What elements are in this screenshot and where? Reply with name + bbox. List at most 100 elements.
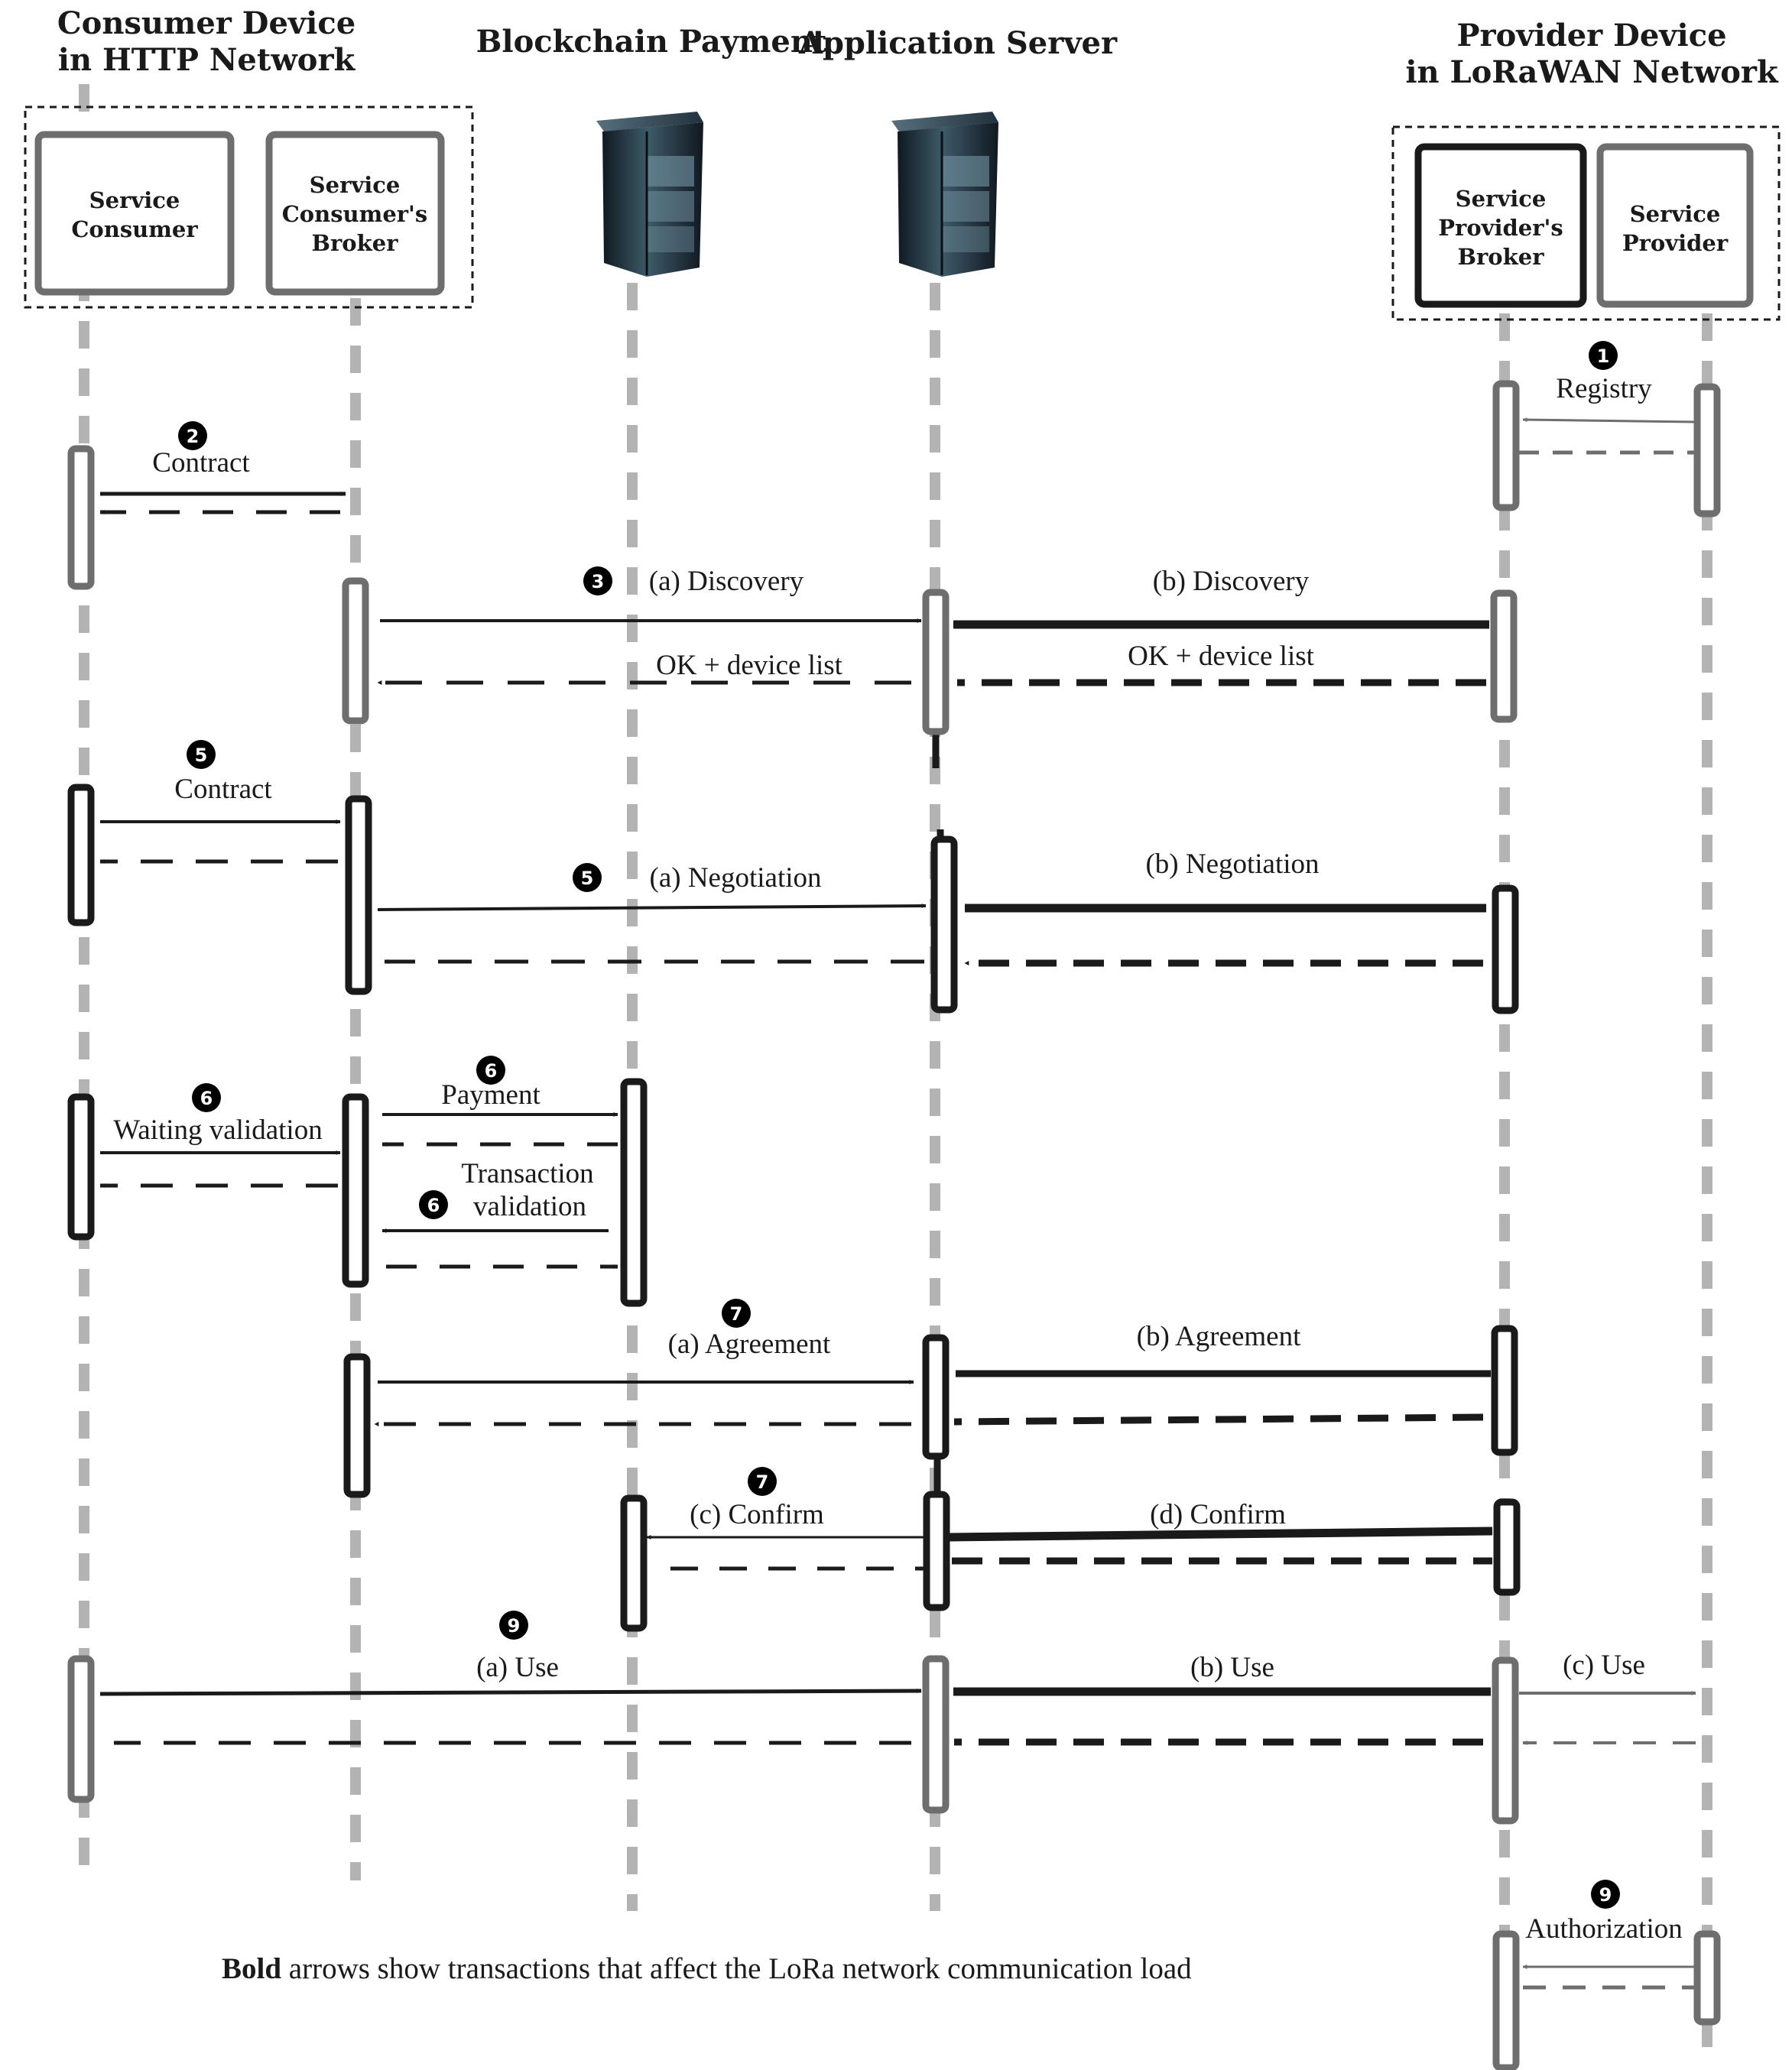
provider-broker-box bbox=[1414, 143, 1587, 308]
registry-label: Registry bbox=[1556, 373, 1652, 404]
agreement-b-label: (b) Agreement bbox=[1137, 1321, 1301, 1352]
step-number bbox=[499, 1611, 528, 1640]
activation-bar bbox=[1492, 884, 1519, 1014]
app-server-header: Application Server bbox=[798, 25, 1118, 61]
service-consumer-label-1: Service bbox=[89, 187, 180, 213]
agreement-a-label: (a) Agreement bbox=[668, 1329, 831, 1360]
activation-bar bbox=[67, 1093, 95, 1241]
use-a-arrow bbox=[99, 1689, 922, 1696]
blockchain-server-icon bbox=[596, 112, 703, 277]
step-number bbox=[187, 740, 216, 769]
activation-bar bbox=[1693, 1930, 1721, 2026]
activation-bar bbox=[1490, 589, 1518, 723]
lifelines bbox=[79, 84, 1712, 2064]
activation-bar bbox=[1493, 1498, 1521, 1596]
consumer-broker-label-1: Service bbox=[310, 172, 401, 198]
consumer-broker-label-2: Consumer's bbox=[282, 201, 428, 227]
step-number bbox=[419, 1190, 448, 1219]
consumer-header-line1: Consumer Device bbox=[57, 5, 355, 41]
activation-bar bbox=[922, 1334, 950, 1460]
step-number-text: 6 bbox=[200, 1088, 213, 1109]
provider-device-group: Service Provider's Broker Service Provid… bbox=[1391, 125, 1781, 321]
discovery-a-label: (a) Discovery bbox=[649, 566, 804, 597]
activation-bar bbox=[1492, 380, 1520, 511]
negotiation-a-arrow bbox=[377, 904, 927, 911]
agreement-b-response-arrow bbox=[953, 1413, 1484, 1426]
confirm-d-arrow bbox=[947, 1527, 1493, 1542]
step-number-text: 7 bbox=[730, 1303, 743, 1325]
activation-bar bbox=[620, 1494, 648, 1632]
provider-header-line1: Provider Device bbox=[1456, 18, 1726, 54]
step-number bbox=[583, 566, 612, 595]
contract2-label: Contract bbox=[174, 774, 272, 805]
activation-bar bbox=[930, 835, 958, 1014]
ok-list-2-label: OK + device list bbox=[1128, 641, 1315, 672]
step-number-text: 6 bbox=[427, 1195, 440, 1216]
step-number bbox=[476, 1056, 505, 1085]
activation-bar bbox=[67, 1655, 95, 1803]
consumer-header-line2: in HTTP Network bbox=[58, 42, 356, 78]
step-number-text: 6 bbox=[485, 1060, 498, 1082]
service-provider-label-2: Provider bbox=[1622, 230, 1729, 256]
step-number-text: 1 bbox=[1597, 346, 1610, 367]
activation-bar bbox=[1492, 1656, 1519, 1825]
consumer-device-group: Service Consumer Service Consumer's Brok… bbox=[24, 105, 474, 309]
activation-bar bbox=[343, 1353, 371, 1498]
step-number-text: 9 bbox=[1599, 1884, 1612, 1906]
activation-bar bbox=[1693, 383, 1721, 518]
transaction-label-2: validation bbox=[473, 1191, 586, 1222]
footnote: Bold arrows show transactions that affec… bbox=[222, 1952, 1192, 1985]
activation-bars bbox=[67, 380, 1721, 2070]
step-number bbox=[573, 863, 602, 892]
app-server-icon bbox=[891, 112, 998, 277]
consumer-broker-label-3: Broker bbox=[312, 230, 399, 256]
activation-bar bbox=[922, 589, 950, 735]
step-number-text: 2 bbox=[187, 426, 200, 447]
footnote-bold: Bold bbox=[222, 1952, 281, 1985]
provider-header-line2: in LoRaWAN Network bbox=[1405, 54, 1779, 90]
transaction-label-1: Transaction bbox=[461, 1158, 593, 1189]
step-number bbox=[722, 1299, 751, 1328]
activation-bar bbox=[342, 1093, 369, 1288]
confirm-d-label: (d) Confirm bbox=[1150, 1499, 1286, 1530]
step-number-text: 3 bbox=[592, 571, 605, 592]
waiting-label: Waiting validation bbox=[113, 1114, 322, 1146]
activation-bar bbox=[1492, 1930, 1520, 2070]
confirm-c-label: (c) Confirm bbox=[690, 1499, 824, 1530]
discovery-b-label: (b) Discovery bbox=[1153, 566, 1310, 597]
consumer-broker-box bbox=[265, 131, 445, 296]
service-provider-label-1: Service bbox=[1630, 201, 1721, 227]
service-consumer-label-2: Consumer bbox=[71, 216, 198, 242]
message-labels: Registry Contract (a) Discovery (b) Disc… bbox=[113, 373, 1682, 1945]
step-numbers: 1 2 3 5 5 6 6 6 7 7 9 9 bbox=[178, 341, 1620, 1909]
authorization-label: Authorization bbox=[1525, 1913, 1683, 1945]
use-c-label: (c) Use bbox=[1563, 1650, 1645, 1681]
registry-request-arrow bbox=[1522, 417, 1696, 423]
contract1-label: Contract bbox=[152, 447, 250, 479]
step-number-text: 7 bbox=[756, 1471, 769, 1493]
service-consumer-box bbox=[34, 131, 235, 296]
activation-bar bbox=[342, 577, 369, 725]
service-provider-box bbox=[1596, 143, 1754, 308]
activation-bar bbox=[620, 1078, 648, 1307]
column-headers: Consumer Device in HTTP Network Blockcha… bbox=[57, 5, 1779, 90]
activation-bar bbox=[67, 784, 95, 926]
step-number-text: 5 bbox=[581, 868, 594, 889]
negotiation-a-label: (a) Negotiation bbox=[650, 862, 822, 894]
ok-list-1-label: OK + device list bbox=[656, 650, 843, 681]
footnote-rest: arrows show transactions that affect the… bbox=[281, 1952, 1192, 1985]
step-number bbox=[1589, 341, 1618, 370]
step-number-text: 5 bbox=[195, 745, 208, 766]
activation-bar bbox=[345, 795, 372, 995]
provider-group-border bbox=[1391, 125, 1781, 321]
blockchain-header: Blockchain Payment bbox=[476, 24, 827, 60]
step-number bbox=[178, 421, 207, 450]
negotiation-b-label: (b) Negotiation bbox=[1145, 848, 1319, 880]
payment-label: Payment bbox=[441, 1079, 541, 1111]
step-number-text: 9 bbox=[508, 1615, 521, 1637]
activation-bar bbox=[67, 445, 95, 590]
consumer-group-border bbox=[24, 105, 474, 309]
step-number bbox=[192, 1083, 221, 1112]
use-b-label: (b) Use bbox=[1190, 1652, 1274, 1683]
activation-bar bbox=[922, 1655, 950, 1814]
